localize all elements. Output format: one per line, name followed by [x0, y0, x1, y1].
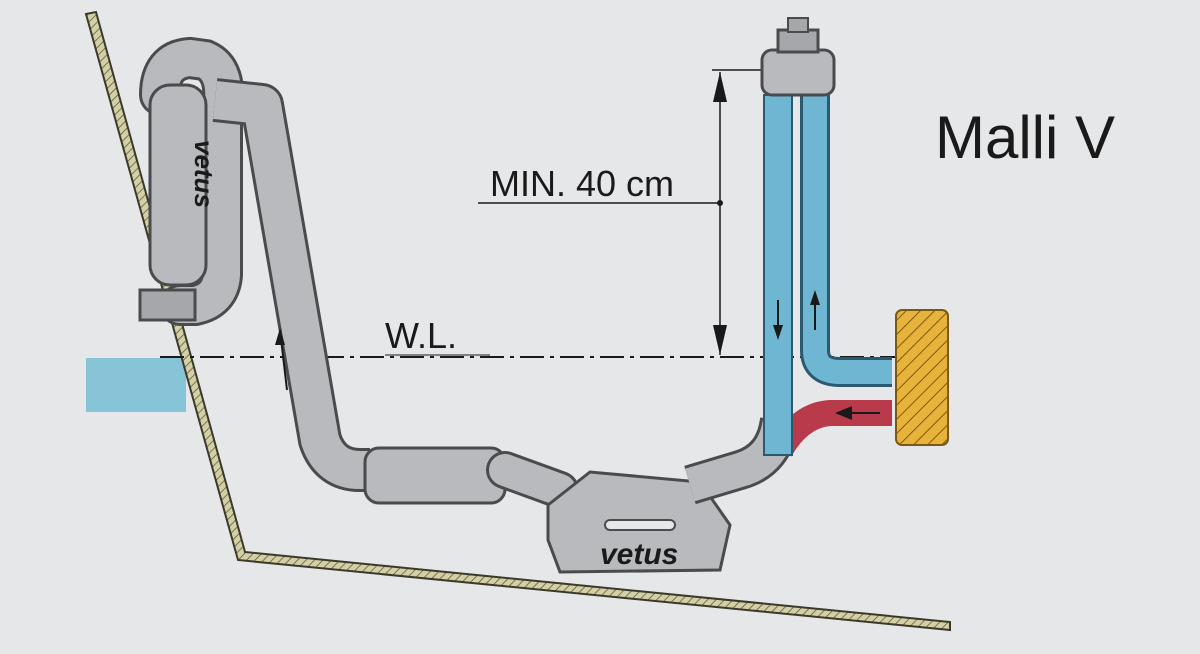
exhaust-flow-arrow — [835, 406, 852, 420]
waterlock: vetus — [546, 470, 732, 574]
waterlock-brand: vetus — [600, 538, 678, 571]
dimension-dot — [717, 200, 723, 206]
height-label: MIN. 40 cm — [490, 163, 674, 204]
gooseneck-brand: vetus — [189, 140, 219, 208]
dimension-arrow-top — [713, 72, 727, 102]
dimension-arrow-bottom — [713, 325, 727, 355]
muffler — [363, 446, 579, 509]
cooling-pipes — [763, 94, 892, 456]
waterline-label: W.L. — [385, 315, 457, 356]
boat-hull — [84, 10, 951, 632]
exhaust-hose — [212, 78, 382, 492]
vented-loop — [760, 17, 836, 97]
sea-water — [86, 358, 186, 412]
gooseneck-exhaust: vetus — [138, 36, 245, 326]
model-title: Malli V — [935, 104, 1115, 171]
engine-block — [895, 309, 949, 446]
exhaust-red-pipe — [768, 400, 892, 457]
